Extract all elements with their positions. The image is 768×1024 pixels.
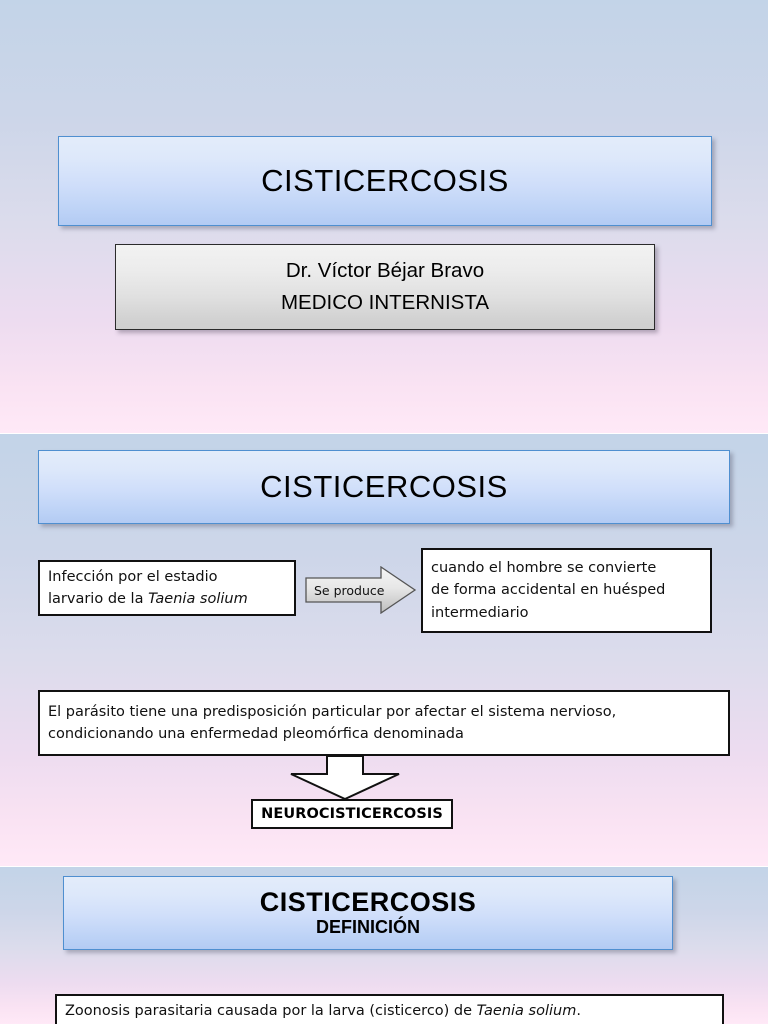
slide2-wide-line2: condicionando una enfermedad pleomórfica… (48, 726, 464, 742)
slide2-left-line2-species: Taenia solium (148, 591, 248, 607)
down-arrow-icon (290, 755, 400, 801)
slide2-result-box[interactable]: NEUROCISTICERCOSIS (251, 799, 453, 829)
slide1-author-box[interactable]: Dr. Víctor Béjar Bravo MEDICO INTERNISTA (115, 244, 655, 330)
slide3-subtitle-text: DEFINICIÓN (315, 916, 420, 937)
slide3-definition-species: Taenia solium (476, 1003, 577, 1019)
slide2-title-text: CISTICERCOSIS (260, 468, 508, 504)
slide2-right-line1: cuando el hombre se convierte (431, 560, 657, 577)
slide-3: CISTICERCOSIS DEFINICIÓN Zoonosis parasi… (0, 867, 768, 1024)
slide2-result-label: NEUROCISTICERCOSIS (261, 806, 443, 822)
slide3-definition-text: Zoonosis parasitaria causada por la larv… (65, 1000, 714, 1022)
slide3-definition-box[interactable]: Zoonosis parasitaria causada por la larv… (55, 994, 724, 1024)
slide2-wide-line1: El parásito tiene una predisposición par… (48, 703, 617, 720)
slide3-title-text: CISTICERCOSIS (259, 887, 477, 918)
se-produce-arrow[interactable]: Se produce (305, 566, 417, 614)
slide2-right-statement-box[interactable]: cuando el hombre se convierte de forma a… (421, 548, 712, 633)
slide2-right-line3: intermediario (431, 604, 529, 621)
slide1-author-name: Dr. Víctor Béjar Bravo (285, 259, 485, 283)
slide1-title-text: CISTICERCOSIS (261, 162, 509, 198)
slide3-definition-suffix: . (576, 1003, 581, 1019)
slide2-left-line1: Infección por el estadio (48, 568, 218, 585)
slide3-definition-prefix: Zoonosis parasitaria causada por la larv… (65, 1003, 477, 1019)
slide-1: CISTICERCOSIS Dr. Víctor Béjar Bravo MED… (0, 0, 768, 433)
slide2-left-line2: larvario de la Taenia solium (48, 588, 286, 610)
slide2-left-line2-prefix: larvario de la (48, 591, 149, 607)
slide1-author-role: MEDICO INTERNISTA (280, 291, 490, 314)
slide-2: CISTICERCOSIS Infección por el estadio l… (0, 434, 768, 866)
slide2-wide-paragraph-box[interactable]: El parásito tiene una predisposición par… (38, 690, 730, 756)
se-produce-arrow-label: Se produce (314, 582, 385, 598)
slide3-title-banner[interactable]: CISTICERCOSIS DEFINICIÓN (63, 876, 673, 950)
slide2-right-line2: de forma accidental en huésped (431, 582, 666, 599)
right-arrow-icon (305, 566, 417, 614)
slide1-title-banner[interactable]: CISTICERCOSIS (58, 136, 712, 226)
down-arrow (289, 755, 401, 801)
slide2-title-banner[interactable]: CISTICERCOSIS (38, 450, 730, 524)
slide2-left-statement-box[interactable]: Infección por el estadio larvario de la … (38, 560, 296, 616)
